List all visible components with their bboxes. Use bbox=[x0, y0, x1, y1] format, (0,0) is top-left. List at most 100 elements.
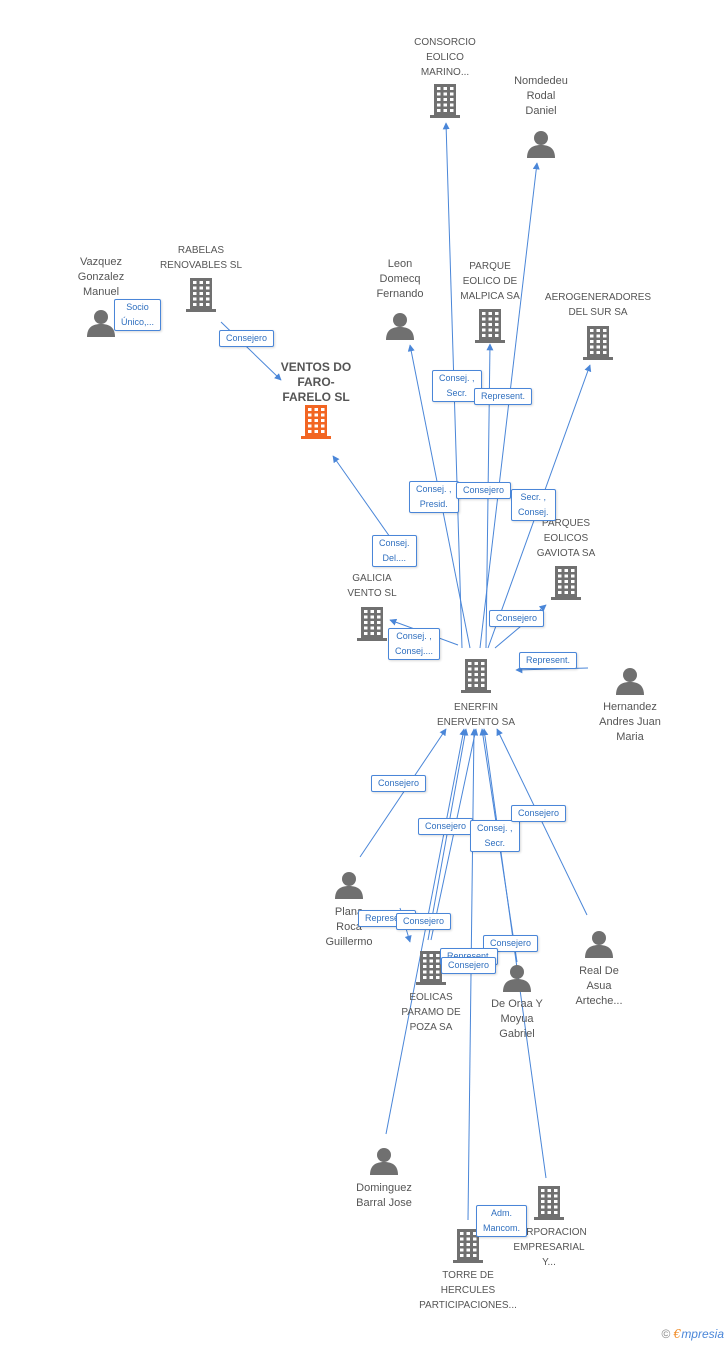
edge-label-e20[interactable]: Consejero bbox=[441, 957, 497, 974]
edge-line-11 bbox=[359, 728, 447, 858]
real-person-icon[interactable] bbox=[585, 931, 613, 958]
leon-label-line: Fernando bbox=[376, 288, 424, 300]
vazquez-person-icon[interactable] bbox=[87, 310, 115, 337]
nodes-layer bbox=[87, 84, 644, 1263]
edge-label-e9[interactable]: Consejero bbox=[489, 610, 545, 627]
parque_malpica-label-line: PARQUE bbox=[469, 261, 511, 272]
plana-person-icon[interactable] bbox=[335, 872, 363, 899]
edge-label-e10[interactable]: Consej. , Consej.... bbox=[388, 628, 441, 660]
aerogeneradores-label-line: AEROGENERADORES bbox=[544, 292, 652, 303]
parques_gaviota-building-icon[interactable] bbox=[551, 566, 581, 600]
de_oraa-label-line: De Oraa Y bbox=[491, 998, 543, 1010]
edge-label-line: Adm. bbox=[491, 1208, 513, 1218]
corporacion-label-line: EMPRESARIAL bbox=[513, 1242, 585, 1253]
edge-label-e3[interactable]: Consej. ,Secr. bbox=[432, 370, 482, 402]
galicia-building-icon[interactable] bbox=[357, 607, 387, 641]
leon-person-icon[interactable] bbox=[386, 313, 414, 340]
parques_gaviota-label-line: PARQUES bbox=[541, 518, 591, 529]
edge-label-e8[interactable]: Consej.Del.... bbox=[372, 535, 417, 567]
edge-label-e12[interactable]: Consejero bbox=[371, 775, 427, 792]
enerfin-building-icon[interactable] bbox=[461, 659, 491, 693]
edge-line-17 bbox=[467, 728, 478, 1221]
edge-label-e13[interactable]: Consejero bbox=[418, 818, 474, 835]
de_oraa-label-line: Gabriel bbox=[499, 1028, 535, 1040]
corporacion-label-line: CORPORACION bbox=[511, 1227, 587, 1238]
dominguez-person-icon[interactable] bbox=[370, 1148, 398, 1175]
hernandez-person-icon[interactable] bbox=[616, 668, 644, 695]
eolicas_paramo-label-line: PARAMO DE bbox=[401, 1007, 461, 1018]
edge-label-line: Consej. , bbox=[396, 631, 432, 641]
edge-label-line: Del.... bbox=[382, 553, 407, 563]
edge-label-e15[interactable]: Consejero bbox=[511, 805, 567, 822]
consorcio-label-line: EOLICO bbox=[426, 52, 464, 63]
corporacion-building-icon[interactable] bbox=[534, 1186, 564, 1220]
edge-label-e6[interactable]: Consejero bbox=[456, 482, 512, 499]
enerfin-label-line: ENERFIN bbox=[454, 702, 498, 713]
nomdedeu-label-line: Nomdedeu bbox=[514, 75, 568, 87]
edge-label-line: Consej.... bbox=[395, 646, 434, 656]
nomdedeu-label-line: Rodal bbox=[526, 90, 556, 102]
edge-label-e18[interactable]: Consejero bbox=[483, 935, 539, 952]
edge-label-e17[interactable]: Consejero bbox=[396, 913, 452, 930]
aerogeneradores-label[interactable]: AEROGENERADORES DEL SUR SA bbox=[545, 290, 651, 320]
edge-label-e4[interactable]: Represent. bbox=[474, 388, 533, 405]
eolicas_paramo-building-icon[interactable] bbox=[416, 951, 446, 985]
torre-label-line: TORRE DE bbox=[442, 1270, 494, 1281]
edge-label-line: Represent. bbox=[365, 913, 410, 923]
torre-building-icon[interactable] bbox=[453, 1229, 483, 1263]
empresia-brand[interactable]: © €mpresia bbox=[661, 1327, 724, 1341]
aerogeneradores-label-line: DEL SUR SA bbox=[568, 307, 628, 318]
brand-wordmark: mpresia bbox=[681, 1327, 724, 1341]
plana-label-line: Guillermo bbox=[325, 936, 373, 948]
ventos-building-icon[interactable] bbox=[301, 405, 331, 439]
aerogeneradores-building-icon[interactable] bbox=[583, 326, 613, 360]
edge-label-e5[interactable]: Consej. , Presid. bbox=[409, 481, 459, 513]
de_oraa-person-icon[interactable] bbox=[503, 965, 531, 992]
edge-label-line: Consej. , bbox=[416, 484, 452, 494]
edge-line-4 bbox=[479, 162, 540, 649]
de_oraa-label-line: Moyua bbox=[500, 1013, 534, 1025]
vazquez-label-line: Manuel bbox=[82, 286, 120, 298]
edge-label-e2[interactable]: Consejero bbox=[219, 330, 275, 347]
edge-line-16 bbox=[385, 728, 467, 1135]
edge-label-line: Único,... bbox=[121, 317, 155, 327]
eolicas_paramo-label-line: POZA SA bbox=[409, 1022, 453, 1033]
edge-label-line: Presid. bbox=[419, 499, 448, 509]
edge-label-line: Consejero bbox=[490, 938, 532, 948]
parque_malpica-building-icon[interactable] bbox=[475, 309, 505, 343]
edge-label-e11[interactable]: Represent. bbox=[519, 652, 578, 669]
edge-label-line: Consejero bbox=[425, 821, 467, 831]
leon-label-line: Leon bbox=[387, 258, 413, 270]
edge-label-line: Consejero bbox=[226, 333, 268, 343]
consorcio-label-line: MARINO... bbox=[420, 67, 470, 78]
edge-label-e7[interactable]: Secr. ,Consej. bbox=[511, 489, 556, 521]
edge-label-e21[interactable]: Adm.Mancom. bbox=[476, 1205, 528, 1237]
edge-label-e14[interactable]: Consej. ,Secr. bbox=[470, 820, 520, 852]
rabelas-building-icon[interactable] bbox=[186, 278, 216, 312]
edge-label-line: Consejero bbox=[496, 613, 538, 623]
nomdedeu-person-icon[interactable] bbox=[527, 131, 555, 158]
parque_malpica-label-line: EOLICO DE bbox=[462, 276, 518, 287]
consorcio-building-icon[interactable] bbox=[430, 84, 460, 118]
real-label-line: Arteche... bbox=[575, 995, 623, 1007]
edge-label-line: Consejero bbox=[463, 485, 505, 495]
